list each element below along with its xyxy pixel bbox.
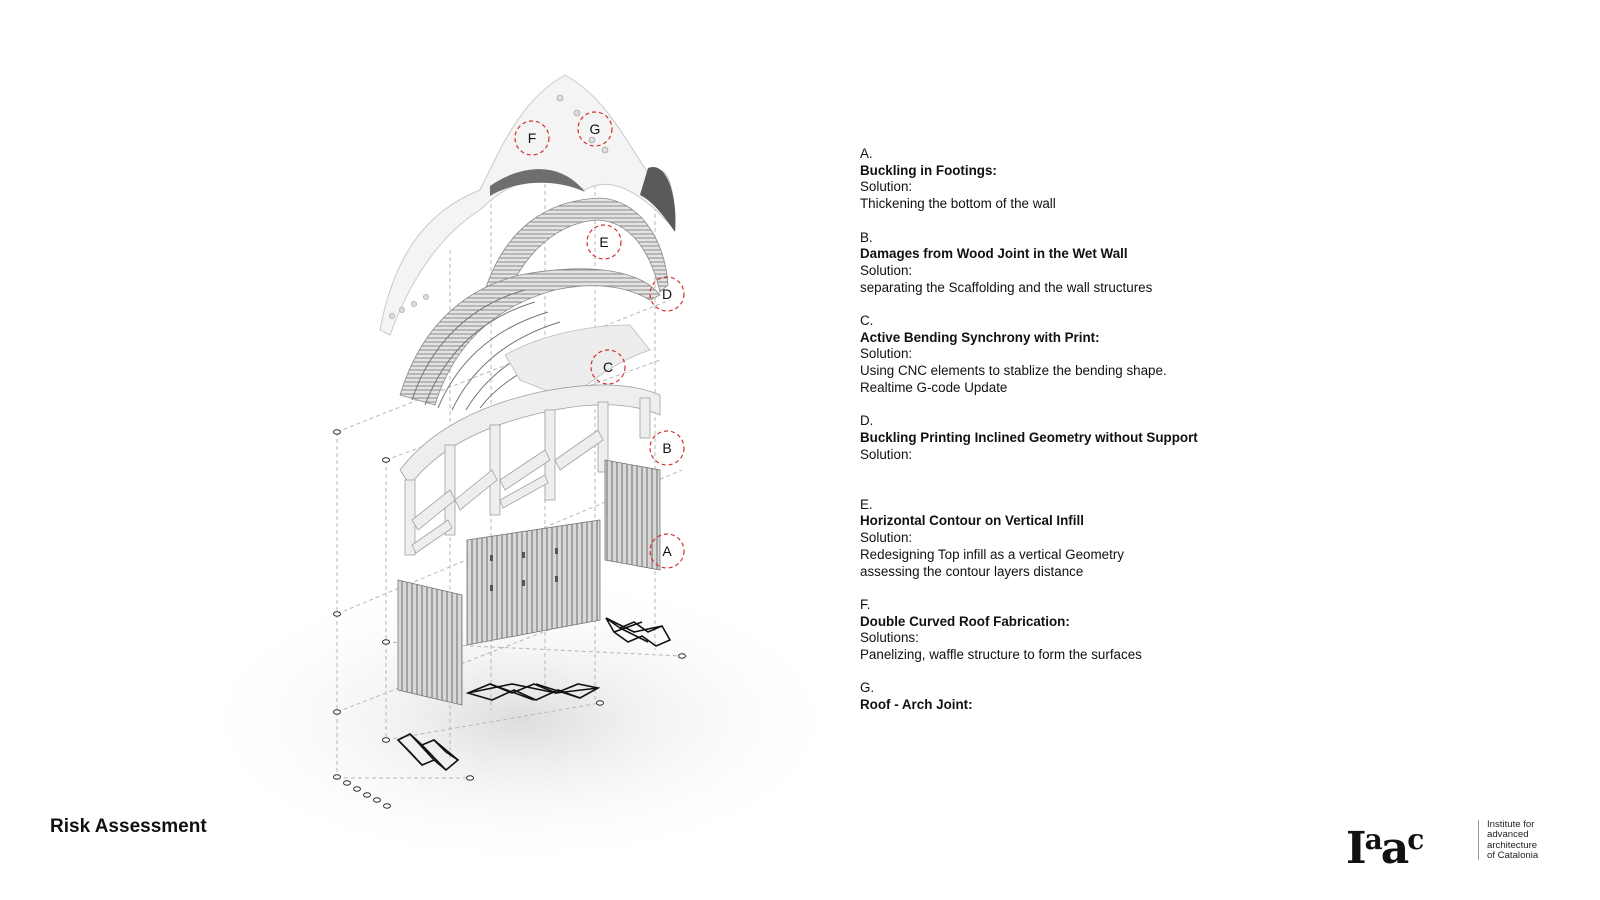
svg-text:G: G — [590, 121, 601, 137]
risk-letter: D. — [860, 413, 874, 429]
svg-text:F: F — [528, 130, 537, 146]
svg-text:A: A — [662, 543, 672, 559]
logo-divider — [1478, 820, 1479, 860]
risk-title: Roof - Arch Joint: — [860, 697, 973, 713]
scaffolding-frame — [399, 384, 661, 556]
logo-text: Institute for advanced architecture of C… — [1487, 819, 1539, 862]
svg-text:D: D — [662, 286, 672, 302]
logo-line: of Catalonia — [1487, 850, 1539, 862]
risk-solution-text — [860, 463, 1380, 480]
risk-solution-text: Using CNC elements to stablize the bendi… — [860, 363, 1167, 379]
footing-nets — [396, 617, 672, 772]
svg-text:E: E — [599, 234, 608, 250]
marker-f: F — [514, 120, 550, 156]
risk-letter: C. — [860, 313, 874, 328]
risk-list: A. Buckling in Footings: Solution: Thick… — [860, 146, 1380, 730]
risk-title: Horizontal Contour on Vertical Infill — [860, 513, 1084, 529]
marker-a: A — [649, 533, 685, 569]
logo-line: advanced — [1487, 829, 1529, 841]
svg-text:B: B — [662, 440, 671, 456]
risk-item-b: B. Damages from Wood Joint in the Wet Wa… — [860, 230, 1380, 297]
risk-markers: F G E D C B A — [514, 111, 685, 569]
logo-line: Institute for — [1487, 819, 1535, 830]
risk-title: Buckling Printing Inclined Geometry with… — [860, 429, 1198, 445]
risk-solution-label: Solution: — [860, 446, 913, 462]
logo-line: architecture — [1487, 839, 1538, 851]
marker-b: B — [649, 430, 685, 466]
risk-title: Active Bending Synchrony with Print: — [860, 329, 1100, 345]
risk-solution-label: Solution: — [860, 179, 913, 195]
risk-solution-label: Solutions: — [860, 630, 919, 646]
risk-solution-label: Solution: — [860, 346, 913, 362]
risk-item-a: A. Buckling in Footings: Solution: Thick… — [860, 146, 1380, 213]
risk-solution-text: separating the Scaffolding and the wall … — [860, 279, 1153, 295]
risk-solution-label: Solution: — [860, 530, 913, 546]
risk-item-c: C. Active Bending Synchrony with Print: … — [860, 313, 1380, 397]
risk-item-f: F. Double Curved Roof Fabrication: Solut… — [860, 597, 1380, 664]
risk-letter: E. — [860, 496, 873, 512]
iaac-logo: Iaac Institute for advanced architecture… — [1346, 818, 1546, 870]
risk-letter: B. — [860, 229, 873, 245]
exploded-axonometric-diagram: F G E D C B A — [200, 74, 850, 860]
marker-e: E — [586, 224, 622, 260]
risk-item-d: D. Buckling Printing Inclined Geometry w… — [860, 413, 1380, 480]
guide-nodes — [333, 429, 686, 809]
risk-solution-label: Solution: — [860, 262, 913, 278]
risk-title: Double Curved Roof Fabrication: — [860, 613, 1070, 629]
risk-title: Damages from Wood Joint in the Wet Wall — [860, 246, 1128, 262]
marker-d: D — [649, 276, 685, 312]
page-title: Risk Assessment — [50, 816, 207, 837]
risk-item-e: E. Horizontal Contour on Vertical Infill… — [860, 497, 1380, 581]
risk-letter: G. — [860, 680, 875, 696]
printed-walls — [397, 459, 661, 706]
roof-shell — [379, 74, 676, 336]
ground-shadow — [200, 570, 850, 860]
risk-letter: F. — [860, 596, 871, 612]
risk-letter: A. — [860, 146, 873, 161]
risk-solution-text: Panelizing, waffle structure to form the… — [860, 647, 1142, 662]
risk-solution-text: Redesigning Top infill as a vertical Geo… — [860, 546, 1124, 562]
logo-mark: Iaac — [1346, 823, 1424, 874]
printed-arches — [399, 197, 669, 411]
risk-solution-text: assessing the contour layers distance — [860, 563, 1084, 579]
risk-title: Buckling in Footings: — [860, 162, 997, 178]
marker-c: C — [590, 349, 626, 385]
marker-g: G — [577, 111, 613, 147]
risk-item-g: G. Roof - Arch Joint: — [860, 680, 1380, 713]
risk-solution-text: Realtime G-code Update — [860, 379, 1008, 395]
svg-text:C: C — [603, 359, 613, 375]
risk-solution-text: Thickening the bottom of the wall — [860, 196, 1056, 212]
